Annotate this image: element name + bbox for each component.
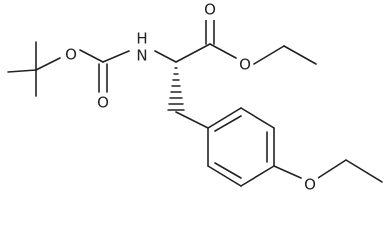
- atom-ester-carbonyl-o: O: [204, 1, 216, 19]
- atom-mask-aryl-ether-o: [302, 175, 318, 195]
- hashed-wedge-bond: [167, 67, 185, 111]
- bond-n-alpha-carbon: [154, 50, 177, 63]
- bond-aryl-o-ch2: [317, 159, 347, 179]
- atom-ester-alkoxy-o: O: [239, 56, 251, 74]
- ester-group: [154, 19, 317, 65]
- atom-mask-ester-alkoxy-o: [237, 55, 253, 75]
- tert-butyl-group: [7, 41, 61, 97]
- bond-alpha-carbonyl-carbon: [175, 43, 211, 63]
- bond-carbamate-carbon-n: [102, 50, 130, 63]
- chemical-structure: O O H N O O O: [7, 0, 383, 195]
- bond-tbu-o: [35, 57, 61, 71]
- bond-ring-1: [207, 107, 242, 129]
- bond-ring-2: [240, 107, 275, 129]
- atom-aryl-ether-o: O: [304, 176, 316, 194]
- bond-ester-o-ch2: [253, 45, 285, 65]
- atom-mask-carbamate-carbonyl-o: [95, 93, 111, 113]
- atom-amide-h: H: [136, 30, 147, 48]
- aromatic-ring: [175, 107, 275, 187]
- bond-carbonyl-ester-o: [209, 43, 237, 59]
- atom-mask-ester-carbonyl-o: [202, 0, 218, 20]
- atom-carbamate-ether-o: O: [65, 46, 77, 64]
- atom-carbamate-carbonyl-o: O: [97, 94, 109, 112]
- atom-amide-n: N: [136, 47, 147, 65]
- bond-ch2-ring: [175, 111, 209, 129]
- atom-mask-carbamate-ether-o: [63, 45, 79, 65]
- bond-ring-5: [207, 165, 242, 187]
- bond-ethoxy-ch2-ch3: [345, 159, 383, 183]
- bond-tbu-methyl-left: [7, 69, 37, 73]
- ring-double-bond-top: [214, 115, 242, 132]
- ring-double-bond-bottom: [214, 162, 242, 179]
- bond-ring-aryl-o: [273, 165, 302, 179]
- bond-ring-4: [240, 165, 275, 187]
- ethoxy-group: [273, 159, 383, 183]
- bond-ethyl-ch2-ch3: [283, 45, 317, 65]
- carbamate-group: [79, 49, 130, 93]
- bond-o-carbamate-carbon: [79, 49, 104, 63]
- atom-mask-amide-nh: [132, 33, 154, 65]
